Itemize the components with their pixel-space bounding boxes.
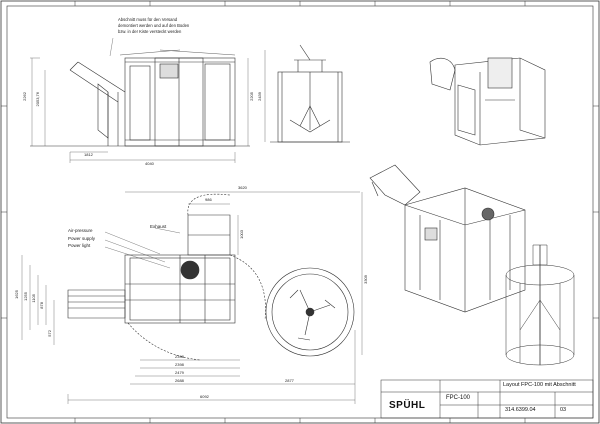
callout-air-pressure: Air-pressure (68, 228, 93, 233)
dim-front-h2: 2053,76 (35, 92, 40, 107)
dim-right-h: 3309 (363, 275, 368, 284)
company-logo: SPÜHL (389, 400, 426, 411)
callout-power-light: Power light (68, 243, 91, 248)
dim-bottom-2: 2398 (175, 362, 184, 367)
title-block (380, 379, 594, 419)
revision: 03 (560, 407, 567, 413)
rotary-table (265, 267, 355, 357)
dim-top-w3: 1003 (239, 230, 244, 239)
back-isometric-view (429, 57, 546, 146)
front-view (30, 49, 250, 147)
drawing-number: 314.6399.04 (505, 407, 536, 413)
note-line-1: Abschnitt muss für den Versand (118, 17, 178, 22)
side-view (264, 44, 350, 143)
plan-view (67, 193, 266, 361)
dim-overall: 6092 (200, 394, 209, 399)
dim-left-h4: 878 (39, 302, 44, 309)
dim-bottom-5: 2877 (285, 378, 294, 383)
drawing-title: Layout FPC-100 mit Abschnitt (503, 382, 576, 388)
dim-left-h5: 572 (47, 330, 52, 337)
product-name: FPC-100 (446, 395, 471, 401)
dim-bottom-4: 2688 (175, 378, 184, 383)
dim-front-h3: 2205 (249, 92, 254, 101)
front-view-dimensions (30, 37, 249, 163)
dim-bottom-1: 2398 (175, 354, 184, 359)
cage-isometric-view (505, 244, 575, 366)
callout-exhaust: Exhaust (150, 224, 167, 229)
dim-front-width: 4040 (145, 161, 154, 166)
isometric-view (369, 164, 526, 313)
dim-left-h3: 1105 (31, 294, 36, 303)
dim-side-h: 2439 (257, 92, 262, 101)
dim-bottom-3: 2479 (175, 370, 184, 375)
dim-top-w1: 3620 (238, 185, 247, 190)
plan-view-dimensions (21, 191, 363, 404)
dim-left-h2: 1255 (23, 292, 28, 301)
dim-front-bottom-left: 1812 (84, 152, 93, 157)
callout-power-supply: Power supply (68, 236, 96, 241)
dim-front-h1: 2262 (22, 92, 27, 101)
dim-top-w2: 986 (205, 197, 212, 202)
dim-left-h1: 1625 (14, 290, 19, 299)
note-line-3: bzw. in der Kiste versteckt werden (118, 29, 182, 34)
note-line-2: demontiert werden und auf den Boden (118, 23, 190, 28)
